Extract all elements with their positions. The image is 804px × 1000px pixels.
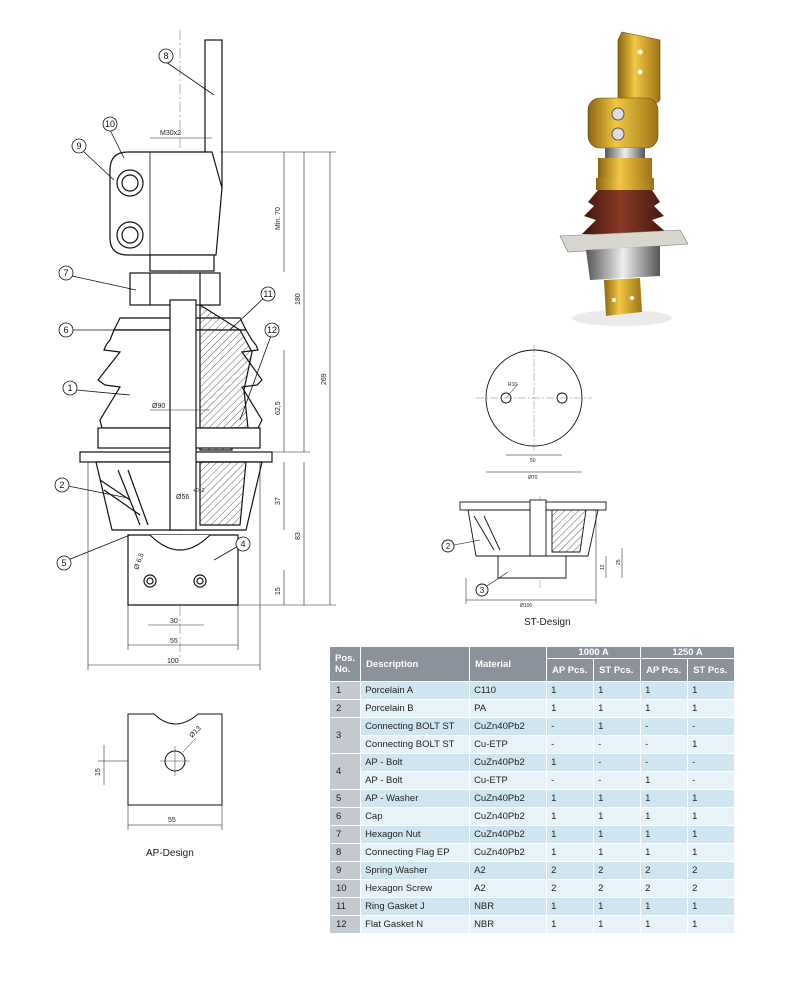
svg-text:7: 7 xyxy=(63,268,68,278)
svg-text:8: 8 xyxy=(163,51,168,61)
svg-text:12: 12 xyxy=(267,325,277,335)
dim-37: 37 xyxy=(275,497,282,505)
header-pos: Pos. No. xyxy=(328,646,362,682)
st-callout-3: 3 xyxy=(475,583,489,597)
dim-ap-w55: 55 xyxy=(168,817,176,824)
dim-w55: 55 xyxy=(170,638,178,645)
header-ap-1000: AP Pcs. xyxy=(546,658,595,682)
dim-st-dia100: Ø100 xyxy=(520,603,532,609)
callout-10: 10 xyxy=(102,116,118,132)
svg-text:2: 2 xyxy=(446,542,451,551)
st-dim-texts: Ø100 12 25 xyxy=(520,559,622,609)
callout-7: 7 xyxy=(58,265,74,281)
header-1000a: 1000 A xyxy=(546,646,642,659)
dim-83: 83 xyxy=(295,532,302,540)
dim-dia56: Ø56 xyxy=(176,494,189,501)
callout-4: 4 xyxy=(235,536,251,552)
svg-text:3: 3 xyxy=(480,586,485,595)
svg-text:5: 5 xyxy=(61,558,66,568)
dim-st-dia70: Ø70 xyxy=(528,475,538,481)
dim-st-r10: R10 xyxy=(508,382,517,388)
dim-min70: Min. 70 xyxy=(275,207,282,230)
header-material: Material xyxy=(469,646,548,682)
header-ap-1250: AP Pcs. xyxy=(640,658,689,682)
main-dimension-texts: M30x2 Min. 70 180 269 62,5 37 83 15 Ø90 … xyxy=(133,130,328,665)
dim-tolerance: +0 -2 xyxy=(193,488,205,494)
st-callout-2: 2 xyxy=(441,539,455,553)
header-st-1000: ST Pcs. xyxy=(593,658,642,682)
st-design-caption: ST-Design xyxy=(524,617,571,628)
callout-12: 12 xyxy=(264,322,280,338)
callout-9: 9 xyxy=(71,138,87,154)
dim-w100: 100 xyxy=(167,658,179,665)
svg-text:1: 1 xyxy=(67,383,72,393)
dim-st-25: 25 xyxy=(616,559,622,565)
svg-text:6: 6 xyxy=(63,325,68,335)
callout-6: 6 xyxy=(58,322,74,338)
svg-text:11: 11 xyxy=(263,289,272,299)
callout-2: 2 xyxy=(54,477,70,493)
callout-5: 5 xyxy=(56,555,72,571)
top-view-dim-texts: R10 50 Ø70 xyxy=(508,382,538,481)
dim-st-w50: 50 xyxy=(530,458,536,464)
dim-180: 180 xyxy=(295,293,302,305)
parts-table: Pos. No. Description Material 1000 A 125… xyxy=(328,646,736,934)
product-render-illustration xyxy=(559,31,689,326)
callout-bubbles: 8 10 9 7 6 1 11 12 2 5 4 xyxy=(54,48,280,571)
callout-1: 1 xyxy=(62,380,78,396)
svg-text:2: 2 xyxy=(59,480,64,490)
main-dimension-lines xyxy=(87,137,336,670)
callout-11: 11 xyxy=(260,286,276,302)
svg-text:10: 10 xyxy=(105,119,115,129)
main-section-view xyxy=(79,30,273,660)
dim-269: 269 xyxy=(321,373,328,385)
svg-text:9: 9 xyxy=(76,141,81,151)
header-description: Description xyxy=(360,646,471,682)
top-view-circle xyxy=(476,345,592,473)
dim-62-5: 62,5 xyxy=(275,401,282,415)
ap-design-caption: AP-Design xyxy=(146,848,194,859)
st-design-view: 2 3 xyxy=(441,496,623,604)
header-1250a: 1250 A xyxy=(640,646,736,659)
svg-text:4: 4 xyxy=(240,539,245,549)
dim-15: 15 xyxy=(275,587,282,595)
dim-dia90: Ø90 xyxy=(152,403,165,410)
dim-thread: M30x2 xyxy=(160,130,181,137)
ap-design-view xyxy=(98,713,223,830)
dim-st-12: 12 xyxy=(600,564,606,570)
dim-ap-h15: 15 xyxy=(95,768,102,776)
callout-8: 8 xyxy=(158,48,174,64)
dim-w30: 30 xyxy=(170,618,178,625)
header-st-1250: ST Pcs. xyxy=(687,658,736,682)
